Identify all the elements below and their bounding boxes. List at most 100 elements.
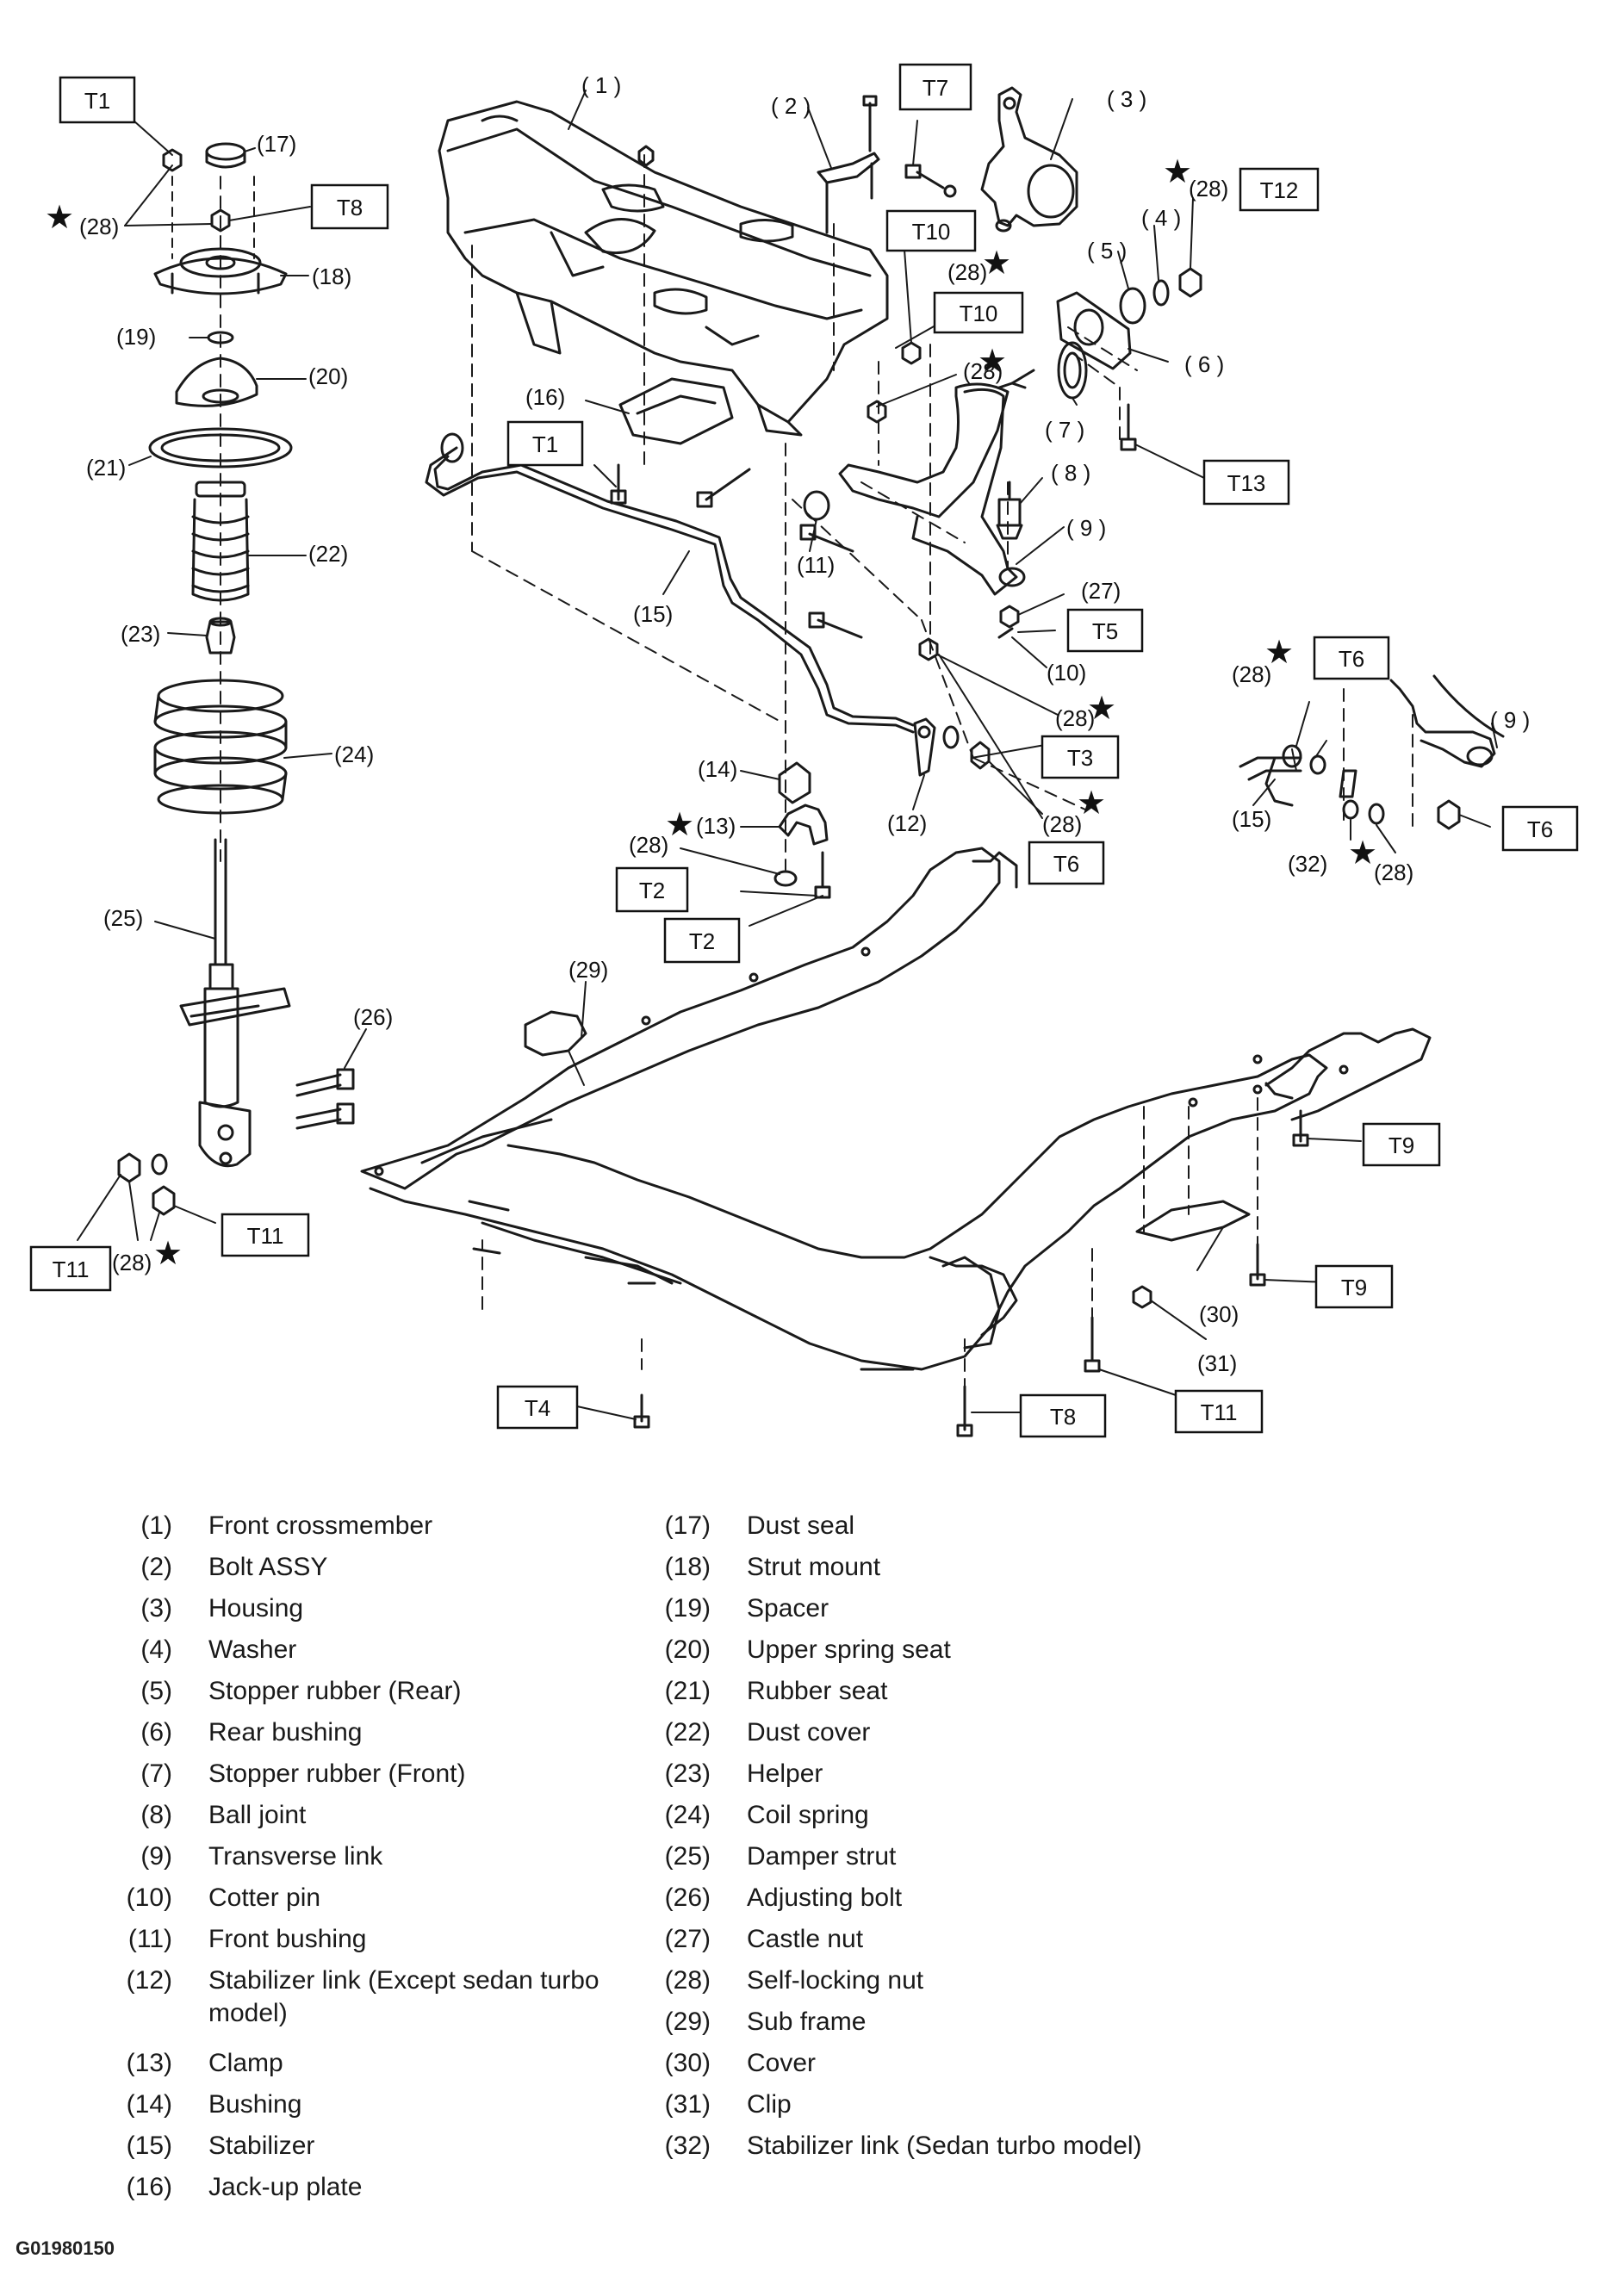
legend-number: (12) [126, 1966, 172, 1995]
figure-code: G01980150 [16, 2237, 115, 2259]
legend-name: Sub frame [747, 2007, 867, 2036]
torque-label-t8: T8 [1050, 1404, 1076, 1430]
torque-label-t1: T1 [84, 88, 110, 114]
legend-name: Bushing [208, 2090, 302, 2119]
legend-number: (5) [140, 1677, 172, 1705]
callout-8: ( 8 ) [1051, 460, 1090, 486]
legend-number: (8) [140, 1801, 172, 1829]
callout-9: ( 9 ) [1066, 515, 1106, 541]
callout-11: (11) [797, 552, 835, 578]
self-locking-nut [210, 208, 231, 233]
legend-number: (13) [126, 2049, 172, 2077]
legend-number: (31) [664, 2090, 711, 2119]
legend-name: Clamp [208, 2049, 283, 2077]
legend-name: Castle nut [747, 1925, 864, 1953]
legend-number: (7) [140, 1759, 172, 1788]
torque-box-t1 [506, 420, 584, 467]
self-locking-nut [152, 1185, 176, 1216]
callout-29: (29) [568, 957, 608, 983]
legend-number: (29) [664, 2007, 711, 2036]
callout-32: (32) [1288, 851, 1327, 877]
legend-number: (14) [126, 2090, 172, 2119]
star-icon: ★ [1077, 785, 1106, 822]
legend-number: (15) [126, 2132, 172, 2160]
callout-9: ( 9 ) [1490, 707, 1530, 733]
transverse-link [838, 369, 1035, 596]
callout-18: (18) [312, 264, 351, 289]
torque-box-t8 [310, 183, 389, 230]
torque-label-t2: T2 [639, 878, 665, 903]
self-locking-nut [901, 341, 922, 365]
torque-box-t13 [1202, 459, 1290, 506]
callout-2: ( 2 ) [771, 93, 811, 119]
torque-label-t2: T2 [689, 928, 715, 954]
callout-28: (28) [1189, 176, 1228, 202]
jack-up-plate [618, 377, 734, 445]
star-icon: ★ [1264, 635, 1294, 671]
legend-number: (6) [140, 1718, 172, 1747]
callout-28: (28) [112, 1250, 152, 1275]
upper-spring-seat [175, 357, 258, 407]
torque-label-t12: T12 [1260, 177, 1299, 203]
torque-box-t10 [885, 209, 977, 252]
legend-name: Damper strut [747, 1842, 897, 1871]
legend-name: Dust cover [747, 1718, 871, 1747]
legend-name: Rubber seat [747, 1677, 888, 1705]
legend-name: Coil spring [747, 1801, 869, 1829]
callout-28: (28) [629, 832, 668, 858]
sedan-turbo-inset [1239, 674, 1505, 830]
torque-box-t3 [1041, 735, 1120, 779]
legend-name: Cotter pin [208, 1883, 321, 1912]
stopper-rubber-rear [1119, 287, 1146, 325]
crossmember-bolts [610, 145, 863, 639]
cover [1135, 1200, 1251, 1242]
star-icon: ★ [1163, 154, 1192, 190]
legend-name: Cover [747, 2049, 817, 2077]
legend-number: (3) [140, 1594, 172, 1623]
legend-number: (26) [664, 1883, 711, 1912]
torque-label-t10: T10 [912, 219, 951, 245]
legend-name: Stopper rubber (Rear) [208, 1677, 462, 1705]
cotter-pin [997, 627, 1014, 639]
bolt [1120, 403, 1137, 451]
torque-label-t13: T13 [1227, 470, 1266, 496]
stabilizer-link [913, 717, 991, 777]
washer [1152, 279, 1170, 307]
legend-name: Transverse link [208, 1842, 383, 1871]
torque-label-t10: T10 [960, 301, 998, 326]
ball-joint [996, 481, 1023, 540]
bolt [814, 851, 831, 899]
callout-21: (21) [86, 455, 126, 481]
clip [1132, 1285, 1152, 1309]
star-icon: ★ [1087, 691, 1116, 727]
legend-name: Dust seal [747, 1511, 855, 1540]
torque-label-t9: T9 [1388, 1132, 1414, 1158]
legend-number: (19) [664, 1594, 711, 1623]
leader-lines [77, 90, 1498, 1420]
torque-label-t3: T3 [1067, 745, 1093, 771]
callout-23: (23) [121, 621, 160, 647]
callout-28: (28) [79, 214, 119, 239]
torque-box-t2 [663, 917, 741, 964]
front-bushing [803, 490, 830, 521]
legend-name: Washer [208, 1635, 297, 1664]
legend-name: Bolt ASSY [208, 1553, 328, 1581]
callout-31: (31) [1197, 1350, 1237, 1376]
strut-mount [153, 257, 288, 295]
legend-name: Strut mount [747, 1553, 881, 1581]
legend-name: Stabilizer link (Except sedan turbo mode… [208, 1966, 599, 2027]
legend-number: (18) [664, 1553, 711, 1581]
rear-bushing [1056, 291, 1132, 370]
torque-box-t9 [1314, 1264, 1394, 1309]
housing [980, 86, 1078, 233]
callout-17: (17) [257, 131, 296, 157]
legend-name: Spacer [747, 1594, 829, 1623]
stopper-rubber-front [1057, 341, 1088, 400]
legend-name: Stabilizer [208, 2132, 315, 2160]
legend-name: Ball joint [208, 1801, 307, 1829]
legend-name: Front crossmember [208, 1511, 433, 1540]
legend-name: Housing [208, 1594, 304, 1623]
callout-14: (14) [698, 756, 737, 782]
legend-name: Rear bushing [208, 1718, 363, 1747]
legend-name: Adjusting bolt [747, 1883, 903, 1912]
